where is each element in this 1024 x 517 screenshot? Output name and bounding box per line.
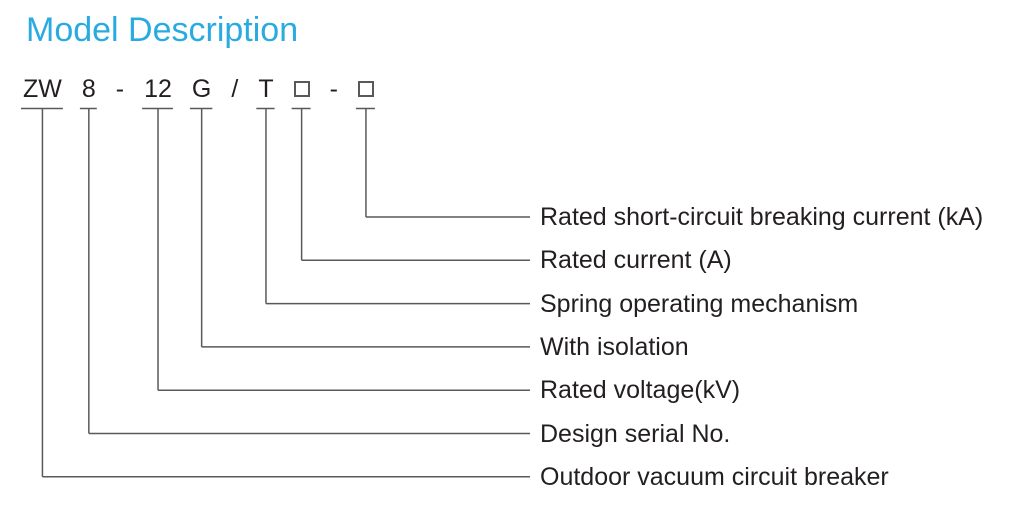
placeholder-box	[357, 81, 374, 97]
legend-label: Outdoor vacuum circuit breaker	[540, 462, 889, 491]
page-title: Model Description	[26, 11, 299, 49]
model-code-token: -	[329, 75, 338, 103]
model-code-token: 12	[144, 75, 172, 103]
legend-label: Rated short-circuit breaking current (kA…	[540, 203, 984, 231]
model-code-token: ZW	[23, 75, 62, 103]
legend-label: Rated voltage(kV)	[540, 376, 741, 405]
legend-label: Design serial No.	[540, 419, 731, 448]
model-code-token: -	[115, 75, 125, 103]
model-code-token: T	[258, 75, 274, 103]
placeholder-box	[293, 81, 310, 97]
model-code-token: 8	[81, 75, 96, 103]
legend-label: Spring operating mechanism	[540, 289, 859, 318]
model-code-token: G	[191, 75, 212, 103]
legend-label: With isolation	[540, 332, 689, 361]
legend-label: Rated current (A)	[540, 246, 732, 275]
model-code-token: /	[231, 75, 239, 103]
